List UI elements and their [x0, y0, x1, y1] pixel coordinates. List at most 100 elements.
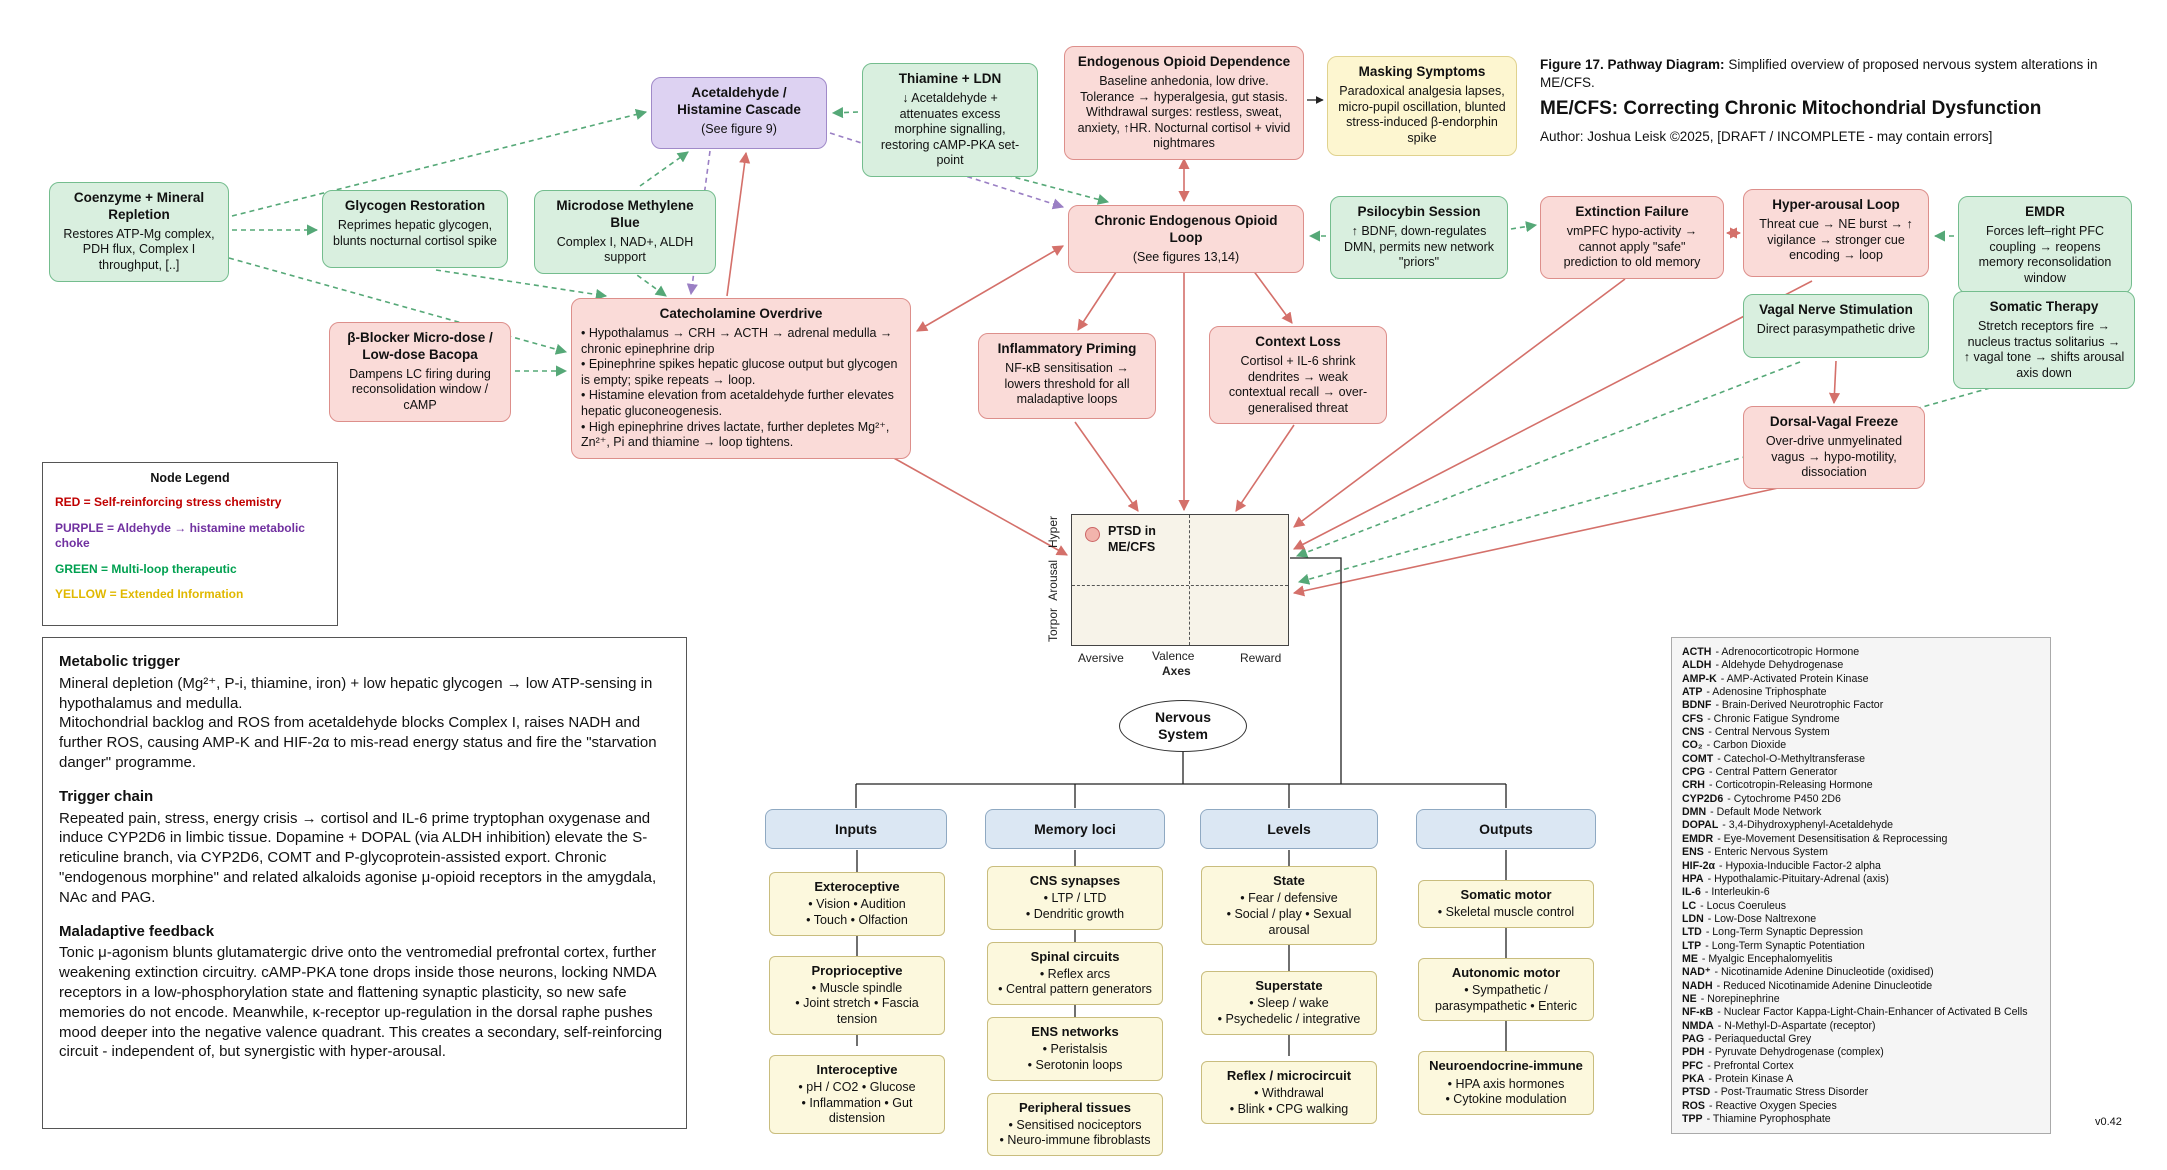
axis-label-torpor: Torpor	[1046, 608, 1060, 643]
node-masking-symptoms: Masking Symptoms Paradoxical analgesia l…	[1327, 56, 1517, 156]
node-coenzyme-mineral-repletion: Coenzyme + Mineral Repletion Restores AT…	[49, 182, 229, 282]
node-title: Thiamine + LDN	[898, 71, 1002, 86]
node-title: EMDR	[2025, 204, 2065, 219]
node-inflammatory-priming: Inflammatory Priming NF-κB sensitisation…	[978, 333, 1156, 419]
section-body: Mineral depletion (Mg²⁺, P-i, thiamine, …	[59, 674, 657, 771]
axis-label-valence: Valence	[1152, 649, 1195, 663]
leaf-title: CNS synapses	[1029, 873, 1121, 888]
leaf-title: Interoceptive	[816, 1061, 898, 1077]
node-thiamine-ldn: Thiamine + LDN ↓ Acetaldehyde + attenuat…	[862, 63, 1038, 177]
leaf-title: State	[1273, 873, 1305, 888]
abbreviation-entry: COMT- Catechol-O-Methyltransferase	[1682, 753, 2040, 766]
node-title: Somatic Therapy	[1989, 299, 2099, 314]
axis-label-hyper: Hyper	[1046, 516, 1060, 549]
abbreviation-term: HPA	[1682, 872, 1704, 885]
node-body: Direct parasympathetic drive	[1756, 321, 1916, 336]
figure-label: Figure 17. Pathway Diagram:	[1540, 57, 1725, 72]
node-catecholamine-overdrive: Catecholamine Overdrive • Hypothalamus →…	[571, 298, 911, 459]
abbreviation-entry: AMP-K- AMP-Activated Protein Kinase	[1682, 673, 2040, 686]
abbreviation-term: CRH	[1682, 779, 1705, 792]
abbreviation-entry: LC- Locus Coeruleus	[1682, 900, 2040, 913]
figure-caption: Figure 17. Pathway Diagram: Simplified o…	[1540, 57, 2098, 90]
abbreviation-definition: - Default Mode Network	[1710, 806, 1822, 819]
leaf-title: Spinal circuits	[1030, 948, 1120, 964]
abbreviation-term: CNS	[1682, 726, 1705, 739]
node-hyper-arousal-loop: Hyper-arousal Loop Threat cue → NE burst…	[1743, 189, 1929, 277]
tree-leaf: Exteroceptive • Vision • Audition • Touc…	[769, 872, 945, 936]
abbreviation-entry: LTD- Long-Term Synaptic Depression	[1682, 926, 2040, 939]
abbreviation-entry: IL-6- Interleukin-6	[1682, 886, 2040, 899]
tree-leaf: State • Fear / defensive • Social / play…	[1201, 866, 1377, 946]
leaf-body: • Reflex arcs • Central pattern generato…	[998, 966, 1152, 997]
abbreviation-definition: - Chronic Fatigue Syndrome	[1707, 712, 1840, 725]
abbreviation-term: CO₂	[1682, 739, 1703, 752]
quadrant-horizontal-divider	[1072, 585, 1288, 587]
abbreviation-definition: - Reactive Oxygen Species	[1708, 1099, 1837, 1112]
axis-label-reward: Reward	[1240, 651, 1282, 665]
outputs-groups: Somatic motor • Skeletal muscle control …	[1418, 880, 1594, 1115]
abbreviation-key: ACTH- Adrenocorticotropic Hormone ALDH- …	[1671, 637, 2051, 1134]
node-dorsal-vagal-freeze: Dorsal-Vagal Freeze Over-drive unmyelina…	[1743, 406, 1925, 489]
abbreviation-term: NE	[1682, 992, 1697, 1005]
node-somatic-therapy: Somatic Therapy Stretch receptors fire →…	[1953, 291, 2135, 390]
leaf-body: • Sympathetic / parasympathetic • Enteri…	[1435, 983, 1577, 1013]
tree-leaf: Superstate • Sleep / wake • Psychedelic …	[1201, 971, 1377, 1035]
node-body: Reprimes hepatic glycogen, blunts noctur…	[333, 217, 497, 248]
abbreviation-entry: CNS- Central Nervous System	[1682, 726, 2040, 739]
abbreviation-entry: CPG- Central Pattern Generator	[1682, 766, 2040, 779]
abbreviation-definition: - Norepinephrine	[1700, 992, 1780, 1005]
node-title: β-Blocker Micro-dose / Low-dose Bacopa	[347, 330, 493, 362]
abbreviation-definition: - Cytochrome P450 2D6	[1727, 792, 1841, 805]
node-vagal-nerve-stimulation: Vagal Nerve Stimulation Direct parasympa…	[1743, 294, 1929, 358]
legend-item: YELLOW = Extended Information	[55, 587, 244, 602]
node-title: Vagal Nerve Stimulation	[1759, 302, 1913, 317]
abbreviation-term: DMN	[1682, 806, 1707, 819]
abbreviation-definition: - Reduced Nicotinamide Adenine Dinucleot…	[1716, 979, 1933, 992]
node-title: Microdose Methylene Blue	[556, 198, 694, 230]
abbreviation-entry: CRH- Corticotropin-Releasing Hormone	[1682, 779, 2040, 792]
axis-label-aversive: Aversive	[1078, 651, 1124, 665]
legend-item: RED = Self-reinforcing stress chemistry	[55, 495, 282, 509]
node-body: Restores ATP-Mg complex, PDH flux, Compl…	[63, 226, 215, 272]
abbreviation-definition: - Carbon Dioxide	[1706, 739, 1787, 752]
nervous-system-root: Nervous System	[1119, 700, 1247, 752]
abbreviation-entry: CO₂- Carbon Dioxide	[1682, 739, 2040, 752]
abbreviation-definition: - Central Nervous System	[1708, 726, 1830, 739]
abbreviation-entry: ATP- Adenosine Triphosphate	[1682, 686, 2040, 699]
abbreviation-term: ME	[1682, 952, 1698, 965]
abbreviation-entry: NAD⁺- Nicotinamide Adenine Dinucleotide …	[1682, 966, 2040, 979]
branch-levels: Levels	[1200, 809, 1378, 849]
leaf-title: Exteroceptive	[814, 879, 900, 894]
node-body: Stretch receptors fire → nucleus tractus…	[1963, 318, 2125, 380]
leaf-title: Peripheral tissues	[1019, 1099, 1131, 1115]
abbreviation-term: TPP	[1682, 1113, 1703, 1126]
abbreviation-definition: - 3,4-Dihydroxyphenyl-Acetaldehyde	[1722, 819, 1894, 832]
tree-leaf: Peripheral tissues • Sensitised nocicept…	[987, 1092, 1163, 1156]
quadrant-vertical-divider	[1188, 515, 1190, 645]
abbreviation-entry: TPP- Thiamine Pyrophosphate	[1682, 1113, 2040, 1126]
abbreviation-entry: PDH- Pyruvate Dehydrogenase (complex)	[1682, 1046, 2040, 1059]
abbreviation-term: ACTH	[1682, 646, 1712, 658]
node-body: Cortisol + IL-6 shrink dendrites → weak …	[1228, 353, 1368, 415]
abbreviation-entry: NMDA- N-Methyl-D-Aspartate (receptor)	[1682, 1020, 2040, 1033]
abbreviation-entry: ALDH- Aldehyde Dehydrogenase	[1682, 659, 2040, 672]
figure-title: ME/CFS: Correcting Chronic Mitochondrial…	[1540, 98, 2042, 120]
node-title: Inflammatory Priming	[997, 341, 1137, 356]
node-emdr: EMDR Forces left–right PFC coupling → re…	[1958, 196, 2132, 295]
abbreviation-entry: ROS- Reactive Oxygen Species	[1682, 1100, 2040, 1113]
abbreviation-term: ALDH	[1682, 659, 1712, 672]
node-body: Complex I, NAD+, ALDH support	[556, 234, 694, 265]
node-psilocybin-session: Psilocybin Session ↑ BDNF, down-regulate…	[1330, 196, 1508, 279]
abbreviation-definition: - Nuclear Factor Kappa-Light-Chain-Enhan…	[1717, 1006, 2028, 1019]
abbreviation-term: DOPAL	[1682, 819, 1719, 832]
abbreviation-entry: PKA- Protein Kinase A	[1682, 1073, 2040, 1086]
figure-header: Figure 17. Pathway Diagram: Simplified o…	[1540, 56, 2150, 145]
section-heading: Maladaptive feedback	[59, 922, 215, 940]
tree-leaf: Proprioceptive • Muscle spindle • Joint …	[769, 955, 945, 1035]
tree-leaf: CNS synapses • LTP / LTD • Dendritic gro…	[987, 866, 1163, 930]
abbreviation-definition: - Hypoxia-Inducible Factor-2 alpha	[1719, 859, 1881, 872]
abbreviation-definition: - Low-Dose Naltrexone	[1707, 912, 1817, 925]
abbreviation-term: COMT	[1682, 752, 1714, 765]
node-extinction-failure: Extinction Failure vmPFC hypo-activity →…	[1540, 196, 1724, 279]
abbreviation-term: IL-6	[1682, 886, 1701, 899]
